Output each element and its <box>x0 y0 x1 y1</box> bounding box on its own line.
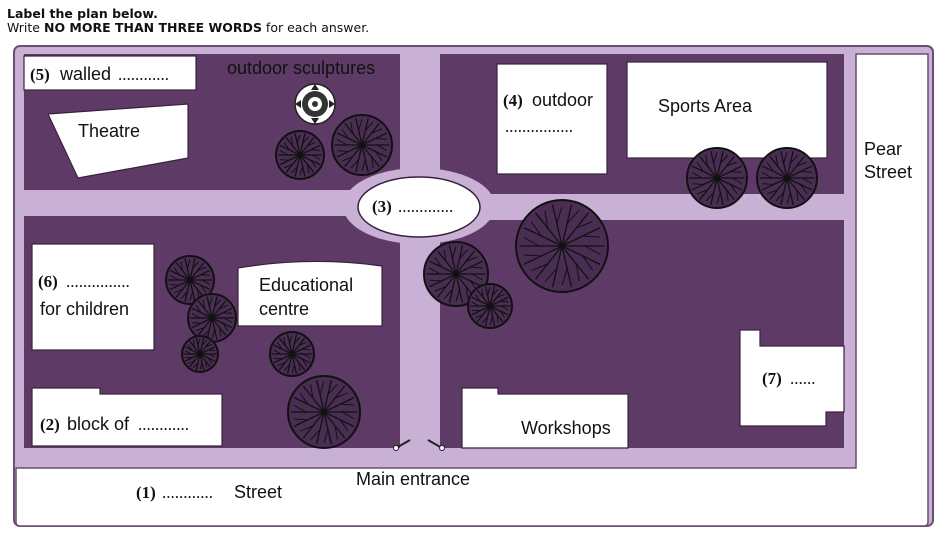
sculptures-label: outdoor sculptures <box>227 58 375 78</box>
q4-blank: ................ <box>505 117 573 136</box>
main-entrance-label: Main entrance <box>356 469 470 489</box>
bottom-street <box>15 53 929 527</box>
q1-label: Street <box>234 482 282 502</box>
q5-label: walled <box>59 64 111 84</box>
children-building <box>31 243 155 351</box>
block-of-building <box>31 387 223 447</box>
trees <box>165 114 818 449</box>
instruction-subtitle: Write NO MORE THAN THREE WORDS for each … <box>7 20 370 35</box>
q2-number: (2) <box>40 415 60 434</box>
q4-label: outdoor <box>532 90 593 110</box>
q3-number: (3) <box>372 197 392 216</box>
q3-blank: ............. <box>398 197 453 216</box>
q5-number: (5) <box>30 65 50 84</box>
workshops-label: Workshops <box>521 418 611 438</box>
pear-street-line2: Street <box>864 162 912 182</box>
q1-number: (1) <box>136 483 156 502</box>
educational-label-1: Educational <box>259 275 353 295</box>
tree-icon <box>467 283 513 329</box>
gate-post-right <box>439 445 445 451</box>
q7-number: (7) <box>762 369 782 388</box>
roundabout-centre <box>357 176 481 238</box>
tree-icon <box>423 241 489 307</box>
sports-area-label: Sports Area <box>658 96 753 116</box>
tree-icon <box>756 147 818 209</box>
tree-icon <box>331 114 393 176</box>
sculpture-icon <box>294 83 336 125</box>
outdoor-building <box>496 63 608 175</box>
instructions: Label the plan below. Write NO MORE THAN… <box>7 7 369 35</box>
q6-number: (6) <box>38 272 58 291</box>
q2-blank: ............ <box>138 415 189 434</box>
q5-blank: ............ <box>118 65 169 84</box>
tree-icon <box>515 199 609 293</box>
q6-label: for children <box>40 299 129 319</box>
tree-icon <box>269 331 315 377</box>
educational-centre <box>237 260 383 327</box>
q6-blank: ............... <box>66 272 130 291</box>
walled-building <box>23 55 197 91</box>
tree-icon <box>275 130 325 180</box>
educational-label-2: centre <box>259 299 309 319</box>
q2-label: block of <box>67 414 130 434</box>
q4-number: (4) <box>503 91 523 110</box>
gate-post-left <box>393 445 399 451</box>
workshops-building <box>461 387 629 449</box>
theatre-building <box>47 103 189 179</box>
q7-blank: ...... <box>790 369 816 388</box>
sports-area <box>626 61 828 159</box>
q1-blank: ............ <box>162 483 213 502</box>
tree-icon <box>287 375 361 449</box>
pear-street-line1: Pear <box>864 139 902 159</box>
tree-icon <box>686 147 748 209</box>
tree-icon <box>181 335 219 373</box>
instruction-title: Label the plan below. <box>7 6 158 21</box>
tree-icon <box>165 255 215 305</box>
building-7 <box>739 329 845 427</box>
theatre-label: Theatre <box>78 121 140 141</box>
tree-icon <box>187 293 237 343</box>
